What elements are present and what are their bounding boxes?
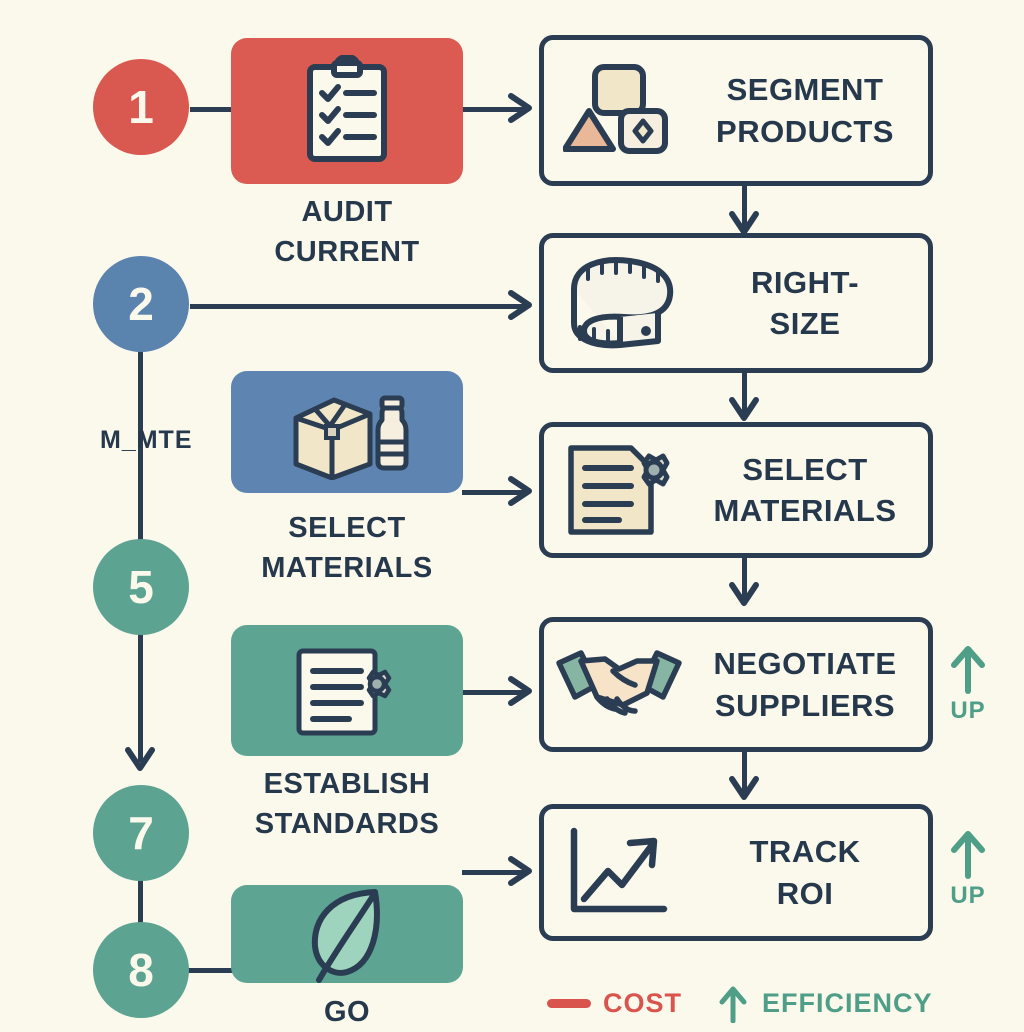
card-label-line1: AUDIT bbox=[301, 196, 393, 228]
arrowhead-down-icon bbox=[729, 776, 759, 800]
flow-box-track-roi[interactable]: TRACK ROI bbox=[539, 804, 933, 941]
indicator-up-label: UP bbox=[950, 697, 986, 724]
flow-box-line2: SUPPLIERS bbox=[714, 687, 896, 723]
card-label-establish-standards: ESTABLISH STANDARDS bbox=[221, 764, 473, 844]
leaf-icon bbox=[311, 889, 380, 983]
icon-card-go[interactable] bbox=[231, 885, 463, 983]
step-number: 7 bbox=[128, 807, 154, 859]
line-swatch-icon bbox=[547, 998, 591, 1008]
card-label-go: GO bbox=[231, 992, 463, 1032]
flow-box-select-materials[interactable]: SELECT MATERIALS bbox=[539, 422, 933, 558]
flow-box-label-negotiate-suppliers: NEGOTIATE SUPPLIERS bbox=[694, 643, 928, 725]
step-number: 5 bbox=[128, 561, 154, 613]
step-circle-1[interactable]: 1 bbox=[93, 59, 189, 155]
legend: COST EFFICIENCY bbox=[547, 983, 933, 1023]
connector-rightsize-to-selectmaterials bbox=[742, 373, 747, 415]
step-number: 2 bbox=[128, 278, 154, 330]
flow-box-icon-slot bbox=[544, 251, 694, 355]
card-label-line1: GO bbox=[323, 996, 371, 1028]
flow-box-line2: SIZE bbox=[769, 306, 841, 341]
arrowhead-right-icon bbox=[508, 476, 532, 506]
rail-tag-label: M_MTE bbox=[100, 426, 193, 454]
legend-label-efficiency: EFFICIENCY bbox=[762, 987, 933, 1018]
document-gear-icon bbox=[296, 648, 392, 735]
flow-box-right-size[interactable]: RIGHT- SIZE bbox=[539, 233, 933, 373]
card-label-line2: MATERIALS bbox=[261, 552, 433, 585]
card-label-audit-current: AUDIT CURRENT bbox=[231, 192, 463, 272]
connector-selectmaterials-to-negotiate bbox=[742, 558, 747, 600]
flow-box-line1: TRACK bbox=[749, 834, 861, 870]
arrowhead-down-icon bbox=[729, 582, 759, 606]
flow-box-label-right-size: RIGHT- SIZE bbox=[694, 262, 928, 344]
connector-negotiate-to-trackroi bbox=[742, 752, 747, 794]
arrowhead-down-icon bbox=[729, 211, 759, 235]
flow-box-label-select-materials: SELECT MATERIALS bbox=[694, 449, 928, 531]
arrowhead-right-icon bbox=[508, 856, 532, 886]
up-arrow-icon bbox=[951, 831, 985, 879]
indicator-up-trackroi: UP bbox=[945, 828, 991, 910]
card-label-line1: ESTABLISH bbox=[263, 768, 431, 800]
icon-card-establish-standards[interactable] bbox=[231, 625, 463, 756]
connector-segment-to-rightsize bbox=[742, 186, 747, 228]
arrowhead-right-icon bbox=[508, 290, 532, 320]
connector-standards-to-negotiate bbox=[462, 690, 524, 695]
document-gear-icon bbox=[568, 445, 670, 535]
arrowhead-down-icon bbox=[729, 397, 759, 421]
card-label-line1: SELECT bbox=[288, 512, 406, 544]
flow-box-negotiate-suppliers[interactable]: NEGOTIATE SUPPLIERS bbox=[539, 617, 933, 752]
flow-box-segment-products[interactable]: SEGMENT PRODUCTS bbox=[539, 35, 933, 186]
arrowhead-right-icon bbox=[508, 676, 532, 706]
indicator-up-negotiate: UP bbox=[945, 643, 991, 725]
flow-box-label-segment-products: SEGMENT PRODUCTS bbox=[694, 69, 928, 151]
shapes-group-icon bbox=[563, 63, 668, 154]
step-number: 8 bbox=[128, 944, 154, 996]
flow-box-icon-slot bbox=[544, 61, 694, 161]
connector-selectmaterials-card-to-box bbox=[462, 490, 524, 495]
tape-measure-icon bbox=[571, 257, 674, 349]
legend-item-cost: COST bbox=[547, 988, 682, 1019]
step-circle-5[interactable]: 5 bbox=[93, 539, 189, 635]
flow-box-line2: ROI bbox=[776, 875, 834, 911]
card-label-select-materials: SELECT MATERIALS bbox=[231, 508, 463, 588]
flow-box-line1: SELECT bbox=[742, 451, 868, 487]
step-circle-7[interactable]: 7 bbox=[93, 785, 189, 881]
connector-rail-step5-step7 bbox=[138, 634, 143, 762]
step-circle-8[interactable]: 8 bbox=[93, 922, 189, 1018]
box-and-bottle-icon bbox=[293, 395, 409, 480]
flow-box-line1: RIGHT- bbox=[750, 264, 860, 300]
step-circle-2[interactable]: 2 bbox=[93, 256, 189, 352]
flow-box-line2: PRODUCTS bbox=[716, 113, 894, 149]
step-number: 1 bbox=[128, 81, 154, 133]
legend-item-efficiency: EFFICIENCY bbox=[716, 983, 933, 1023]
connector-rail-step7-step8 bbox=[138, 880, 143, 930]
up-arrow-icon bbox=[719, 986, 747, 1023]
clipboard-checklist-icon bbox=[307, 55, 387, 162]
card-label-line2: CURRENT bbox=[274, 236, 420, 269]
connector-step8-to-leaf-card bbox=[188, 968, 234, 973]
legend-label-cost: COST bbox=[603, 987, 683, 1018]
handshake-icon bbox=[556, 649, 682, 716]
icon-card-select-materials[interactable] bbox=[231, 371, 463, 493]
flow-box-icon-slot bbox=[544, 440, 694, 540]
icon-card-audit-current[interactable] bbox=[231, 38, 463, 184]
up-arrow-icon bbox=[951, 646, 985, 694]
connector-audit-to-segment bbox=[462, 107, 524, 112]
connector-step1-to-audit-card bbox=[190, 107, 240, 112]
flow-box-icon-slot bbox=[544, 639, 694, 731]
card-label-line2: STANDARDS bbox=[254, 808, 440, 841]
flow-box-label-track-roi: TRACK ROI bbox=[694, 831, 928, 913]
connector-leaf-to-trackroi bbox=[462, 870, 524, 875]
connector-rail-step2-step5 bbox=[138, 350, 143, 546]
connector-step2-to-rightsize bbox=[190, 304, 526, 309]
flow-box-line1: SEGMENT bbox=[726, 72, 884, 108]
flow-box-icon-slot bbox=[544, 823, 694, 923]
flow-box-line2: MATERIALS bbox=[713, 493, 897, 528]
flow-box-line1: NEGOTIATE bbox=[713, 646, 897, 682]
arrowhead-right-icon bbox=[508, 93, 532, 123]
growth-chart-icon bbox=[570, 827, 668, 912]
arrowhead-down-icon bbox=[125, 747, 155, 771]
indicator-up-label: UP bbox=[950, 882, 986, 909]
